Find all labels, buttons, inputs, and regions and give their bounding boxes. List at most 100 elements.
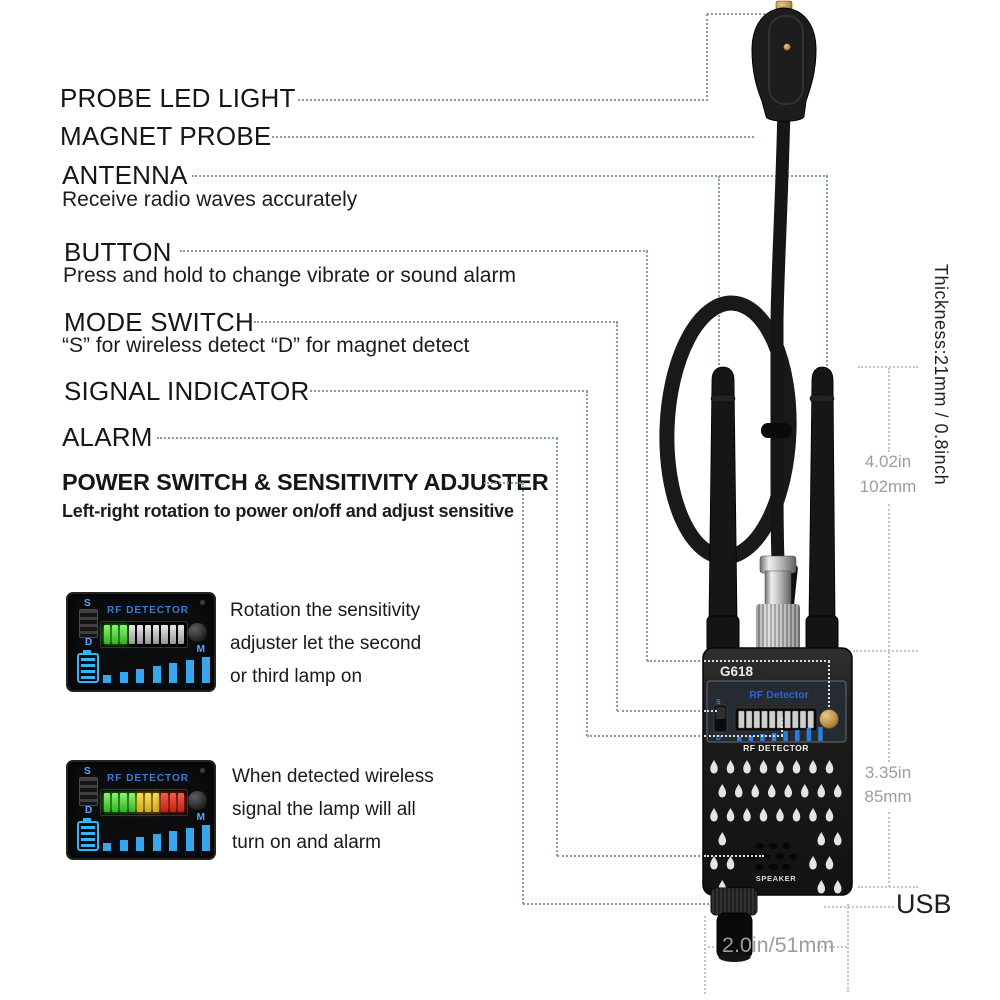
teardrop bbox=[735, 784, 743, 798]
device-lamp bbox=[753, 710, 760, 729]
teardrop bbox=[825, 760, 834, 774]
device-lamp bbox=[746, 710, 753, 729]
panel1-mode-d: D bbox=[85, 637, 93, 648]
label-alarm: ALARM bbox=[62, 422, 153, 452]
bnc-barrel bbox=[764, 570, 792, 608]
leader-segment bbox=[522, 483, 524, 904]
teardrop bbox=[834, 832, 842, 846]
panel1-mode-s: S bbox=[84, 598, 91, 609]
leader-segment bbox=[646, 251, 648, 661]
device-model: G618 bbox=[720, 664, 754, 679]
battery-icon bbox=[77, 650, 99, 683]
speaker-hole bbox=[788, 853, 798, 860]
antenna-left-ring bbox=[710, 394, 736, 403]
usb-label: USB bbox=[896, 889, 952, 919]
leader-segment bbox=[704, 710, 717, 712]
device-gold-button bbox=[819, 709, 839, 729]
leader-segment bbox=[853, 650, 918, 652]
teardrop bbox=[792, 808, 801, 822]
speaker-hole bbox=[775, 853, 785, 860]
device-signal-bar bbox=[771, 733, 777, 741]
signal-bar bbox=[119, 672, 128, 683]
teardrop bbox=[809, 760, 817, 774]
teardrop bbox=[718, 832, 726, 846]
panel2-knob-label: M bbox=[196, 812, 205, 823]
cable-ferrule bbox=[761, 423, 792, 438]
label-power-switch: POWER SWITCH & SENSITIVITY ADJUSTER bbox=[62, 469, 549, 495]
body-height-mm: 85mm bbox=[864, 787, 912, 806]
lamp-green bbox=[120, 793, 127, 812]
caption-alarm: When detected wireless signal the lamp w… bbox=[232, 766, 434, 853]
caption-sensitivity: Rotation the sensitivity adjuster let th… bbox=[230, 600, 422, 687]
antenna-right bbox=[808, 366, 836, 621]
signal-bar bbox=[136, 837, 144, 851]
thickness-label: Thickness:21mm / 0.8inch bbox=[931, 264, 951, 486]
label-antenna: ANTENNA bbox=[62, 160, 188, 190]
leader-segment bbox=[858, 366, 918, 368]
device-screen-title: RF Detector bbox=[749, 689, 809, 701]
leader-segment bbox=[707, 13, 773, 15]
power-knob-cap bbox=[718, 952, 751, 962]
device-lamp bbox=[769, 710, 776, 729]
teardrop bbox=[834, 880, 842, 894]
teardrop bbox=[817, 784, 825, 798]
label-antenna-desc: Receive radio waves accurately bbox=[62, 188, 358, 211]
teardrop bbox=[817, 832, 825, 846]
lamp-green bbox=[112, 625, 119, 644]
leader-segment bbox=[817, 946, 847, 948]
label-mode-switch-desc: “S” for wireless detect “D” for magnet d… bbox=[62, 334, 470, 357]
device-mode-switch-knob bbox=[715, 707, 726, 719]
leader-segment bbox=[826, 176, 828, 366]
leader-segment bbox=[157, 437, 558, 439]
leader-segment bbox=[617, 710, 704, 712]
teardrop bbox=[784, 784, 792, 798]
body-height-in: 3.35in bbox=[864, 763, 912, 782]
label-probe-led-light: PROBE LED LIGHT bbox=[60, 83, 296, 113]
teardrop bbox=[726, 808, 735, 822]
antenna-right-ring bbox=[809, 394, 835, 403]
label-mode-switch: MODE SWITCH bbox=[64, 307, 254, 337]
leader-segment bbox=[704, 660, 830, 662]
teardrop bbox=[751, 784, 759, 798]
speaker-grille bbox=[748, 842, 798, 871]
teardrop bbox=[817, 880, 825, 894]
leader-segment bbox=[704, 855, 764, 857]
teardrop bbox=[792, 760, 801, 774]
signal-bar bbox=[152, 666, 161, 683]
device-lamp bbox=[792, 710, 799, 729]
device-signal-bar bbox=[748, 736, 754, 741]
lamp-off bbox=[169, 625, 176, 644]
signal-bar bbox=[202, 825, 210, 851]
teardrop bbox=[801, 784, 809, 798]
teardrop bbox=[834, 784, 842, 798]
panel2-title: RF DETECTOR bbox=[107, 773, 189, 784]
speaker-hole bbox=[755, 842, 764, 850]
lamp-yellow bbox=[153, 793, 160, 812]
probe-head-detail bbox=[768, 15, 804, 105]
speaker-label: SPEAKER bbox=[756, 874, 796, 883]
signal-bar bbox=[169, 831, 177, 851]
device-lamp bbox=[807, 710, 814, 729]
panel2-led-dot bbox=[200, 768, 205, 773]
device-panel-label: RF DETECTOR bbox=[743, 743, 809, 753]
teardrop bbox=[726, 856, 735, 870]
leader-segment bbox=[718, 176, 720, 365]
signal-bar bbox=[152, 834, 161, 851]
teardrop bbox=[710, 760, 718, 774]
device-lamp bbox=[799, 710, 807, 729]
panel2-lamps bbox=[100, 789, 188, 816]
panel1-lamps bbox=[100, 621, 188, 648]
teardrop bbox=[768, 784, 776, 798]
teardrop bbox=[743, 808, 751, 822]
leader-segment bbox=[858, 886, 918, 888]
leader-segment bbox=[180, 250, 648, 252]
leader-segment bbox=[272, 136, 754, 138]
leader-segment bbox=[781, 718, 783, 736]
leader-segment bbox=[647, 660, 704, 662]
leader-segment bbox=[586, 391, 588, 736]
panel2-signal-bars bbox=[103, 823, 210, 851]
panel1-led-dot bbox=[200, 600, 205, 605]
lamp-yellow bbox=[145, 793, 152, 812]
